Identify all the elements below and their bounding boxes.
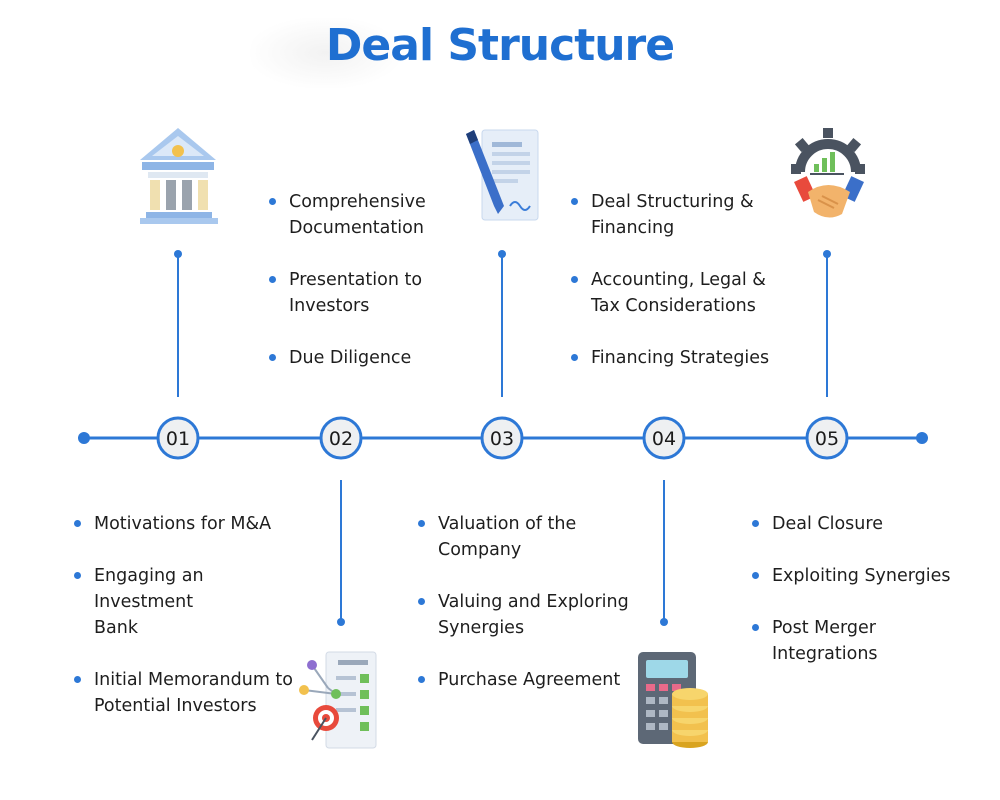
- connector-05-dot: [823, 250, 831, 258]
- step-03-list: Valuation of the Company Valuing and Exp…: [418, 511, 633, 719]
- list-item: Due Diligence: [269, 345, 449, 371]
- list-item: Financing Strategies: [571, 345, 771, 371]
- step-01-list: Motivations for M&A Engaging an Investme…: [74, 511, 304, 745]
- step-node-03: 03: [480, 416, 524, 460]
- timeline-end-dot: [916, 432, 928, 444]
- step-number: 04: [652, 428, 676, 450]
- list-item: Deal Closure: [752, 511, 952, 537]
- list-item: Valuation of the Company: [418, 511, 598, 563]
- step-02-list: Comprehensive Documentation Presentation…: [269, 189, 449, 397]
- handshake-gear-icon: [791, 128, 865, 218]
- title-watermark: [250, 18, 400, 88]
- step-node-02: 02: [319, 416, 363, 460]
- connector-04-dot: [660, 618, 668, 626]
- step-number: 02: [329, 428, 353, 450]
- contract-pen-icon: [466, 129, 539, 221]
- page-title: Deal Structure: [325, 20, 675, 71]
- list-item: Deal Structuring & Financing: [571, 189, 771, 241]
- step-number: 03: [490, 428, 514, 450]
- list-item: Engaging an Investment Bank: [74, 563, 234, 641]
- list-item: Exploiting Synergies: [752, 563, 952, 589]
- documentation-checklist-icon: [299, 651, 377, 749]
- step-node-04: 04: [642, 416, 686, 460]
- list-item: Initial Memorandum to Potential Investor…: [74, 667, 304, 719]
- step-number: 01: [166, 428, 190, 450]
- list-item: Presentation to Investors: [269, 267, 449, 319]
- list-item: Post Merger Integrations: [752, 615, 902, 667]
- list-item: Motivations for M&A: [74, 511, 304, 537]
- list-item: Accounting, Legal & Tax Considerations: [571, 267, 771, 319]
- list-item: Valuing and Exploring Synergies: [418, 589, 633, 641]
- step-number: 05: [815, 428, 839, 450]
- step-node-01: 01: [156, 416, 200, 460]
- connector-01-dot: [174, 250, 182, 258]
- list-item: Comprehensive Documentation: [269, 189, 449, 241]
- bank-building-icon: [140, 128, 218, 224]
- connector-03-dot: [498, 250, 506, 258]
- step-04-list: Deal Structuring & Financing Accounting,…: [571, 189, 771, 397]
- connector-02-dot: [337, 618, 345, 626]
- calculator-coins-icon: [638, 652, 708, 748]
- step-05-list: Deal Closure Exploiting Synergies Post M…: [752, 511, 952, 693]
- step-node-05: 05: [805, 416, 849, 460]
- list-item: Purchase Agreement: [418, 667, 633, 693]
- timeline-start-dot: [78, 432, 90, 444]
